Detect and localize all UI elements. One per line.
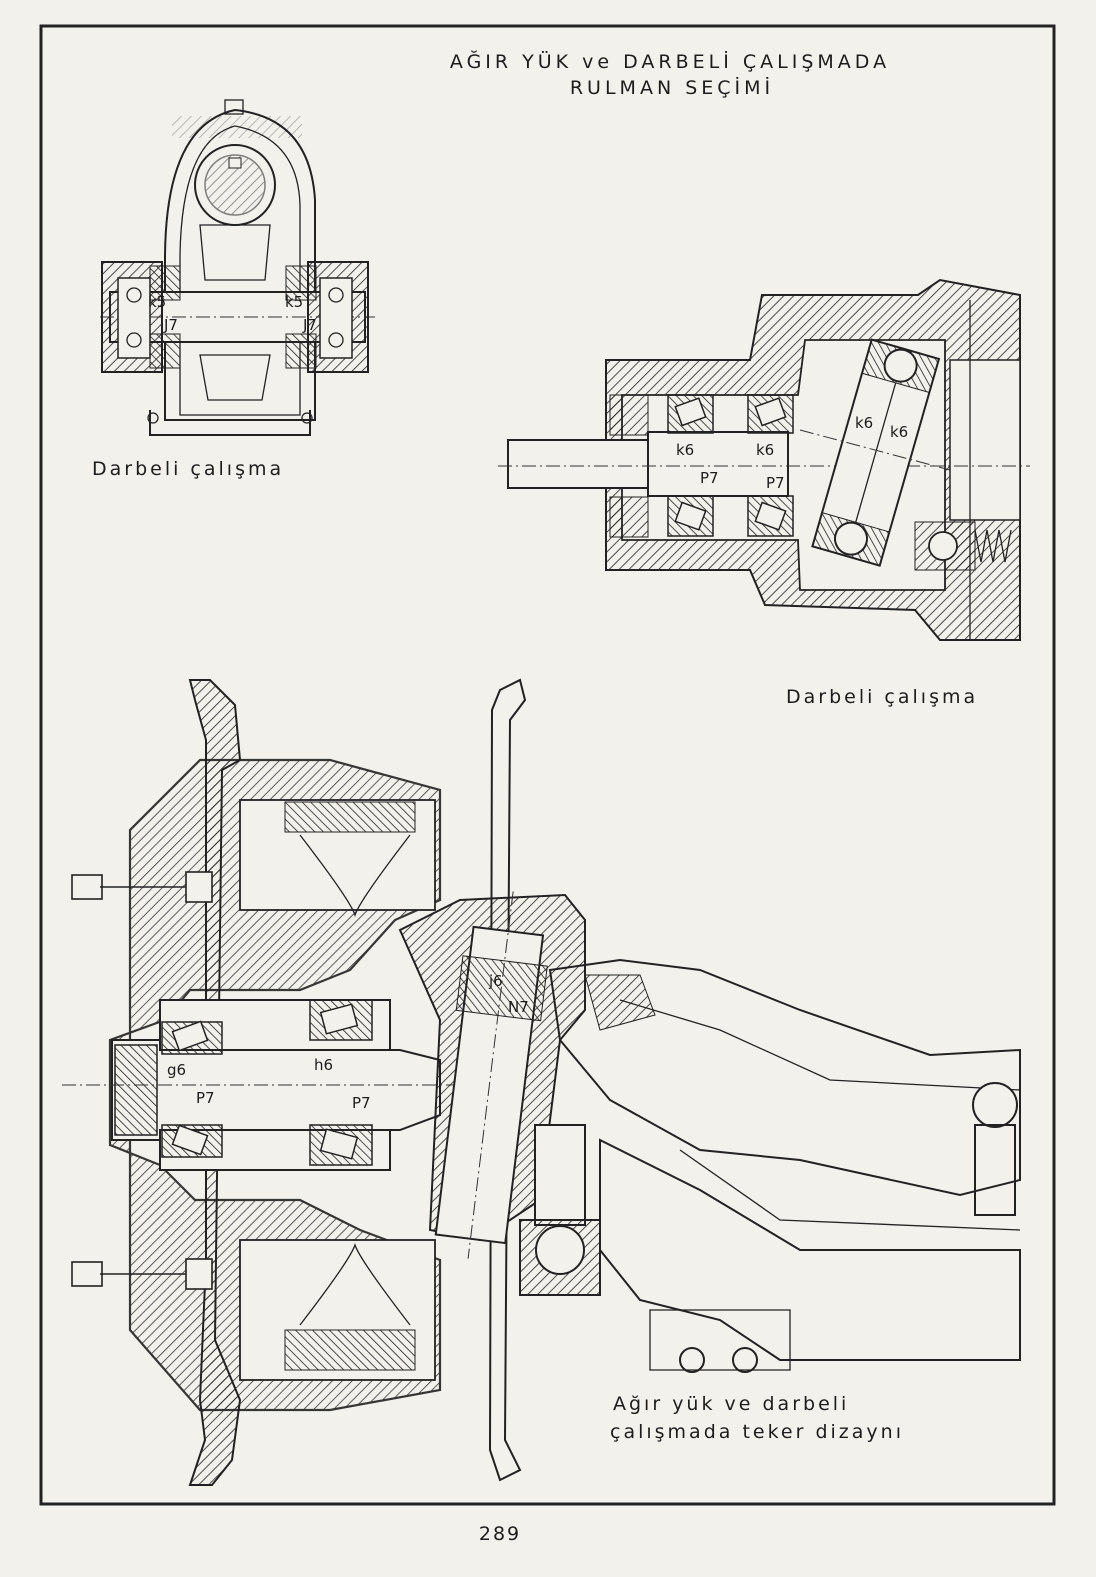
page-title-line2: RULMAN SEÇİMİ [570,76,774,99]
fit-label-P7-hub-left: P7 [196,1089,215,1107]
spindle-drawing [498,278,1030,641]
wheel-hub-drawing [62,678,1021,1486]
gearbox-caption: Darbeli çalışma [92,458,284,480]
fit-label-k6-left: k6 [676,441,694,459]
wheel-caption-line1: Ağır yük ve darbeli [613,1393,849,1415]
fit-label-P7-right: P7 [766,474,785,492]
fit-label-j6: j6 [488,972,503,990]
fit-label-P7-left: P7 [700,469,719,487]
fit-label-k5-left: k5 [148,293,166,311]
fit-label-J7-right: J7 [302,316,317,334]
fit-label-N7: N7 [508,998,529,1016]
gearbox-drawing [100,99,375,436]
gearbox-bearing-figure: k5 k5 J7 J7 Darbeli çalışma [92,99,375,480]
fit-label-g6: g6 [167,1061,186,1079]
fit-label-J7-left: J7 [163,316,178,334]
fit-label-k6-mid: k6 [756,441,774,459]
fit-label-k6-thrust-right: k6 [890,423,908,441]
page-frame [39,24,1056,1506]
spindle-bearing-figure: k6 k6 k6 k6 P7 P7 Darbeli çalışma [498,278,1030,708]
page-title-line1: AĞIR YÜK ve DARBELİ ÇALIŞMADA [450,49,890,73]
spindle-caption: Darbeli çalışma [786,686,978,708]
wheel-hub-figure: j6 N7 g6 h6 P7 P7 Ağır yük ve darbeli ça… [62,678,1021,1486]
page-number: 289 [479,1523,521,1545]
fit-label-P7-hub-right: P7 [352,1094,371,1112]
wheel-caption-line2: çalışmada teker dizaynı [610,1421,904,1443]
fit-label-k5-right: k5 [285,293,303,311]
fit-label-h6: h6 [314,1056,333,1074]
fit-label-k6-thrust-left: k6 [855,414,873,432]
